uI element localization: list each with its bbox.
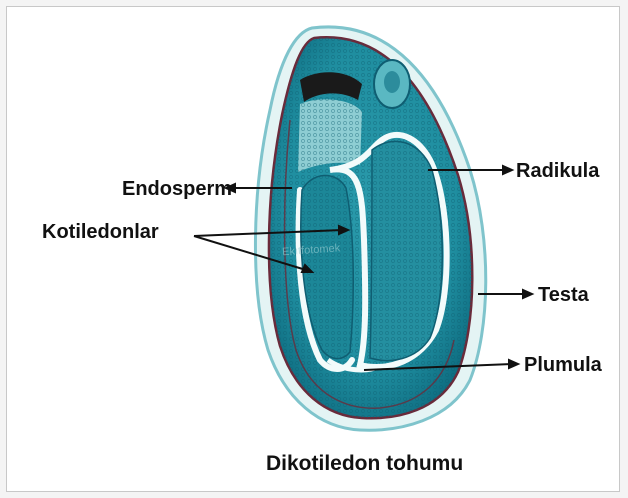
radicle-tip-core — [384, 71, 400, 93]
label-endosperm: Endosperm — [122, 178, 232, 200]
label-radikula: Radikula — [516, 160, 600, 182]
label-plumula: Plumula — [524, 354, 603, 376]
label-kotiledonlar: Kotiledonlar — [42, 221, 159, 243]
label-testa: Testa — [538, 284, 590, 306]
embryo-axis-texture — [370, 141, 442, 360]
figure-caption: Dikotiledon tohumu — [266, 452, 463, 475]
